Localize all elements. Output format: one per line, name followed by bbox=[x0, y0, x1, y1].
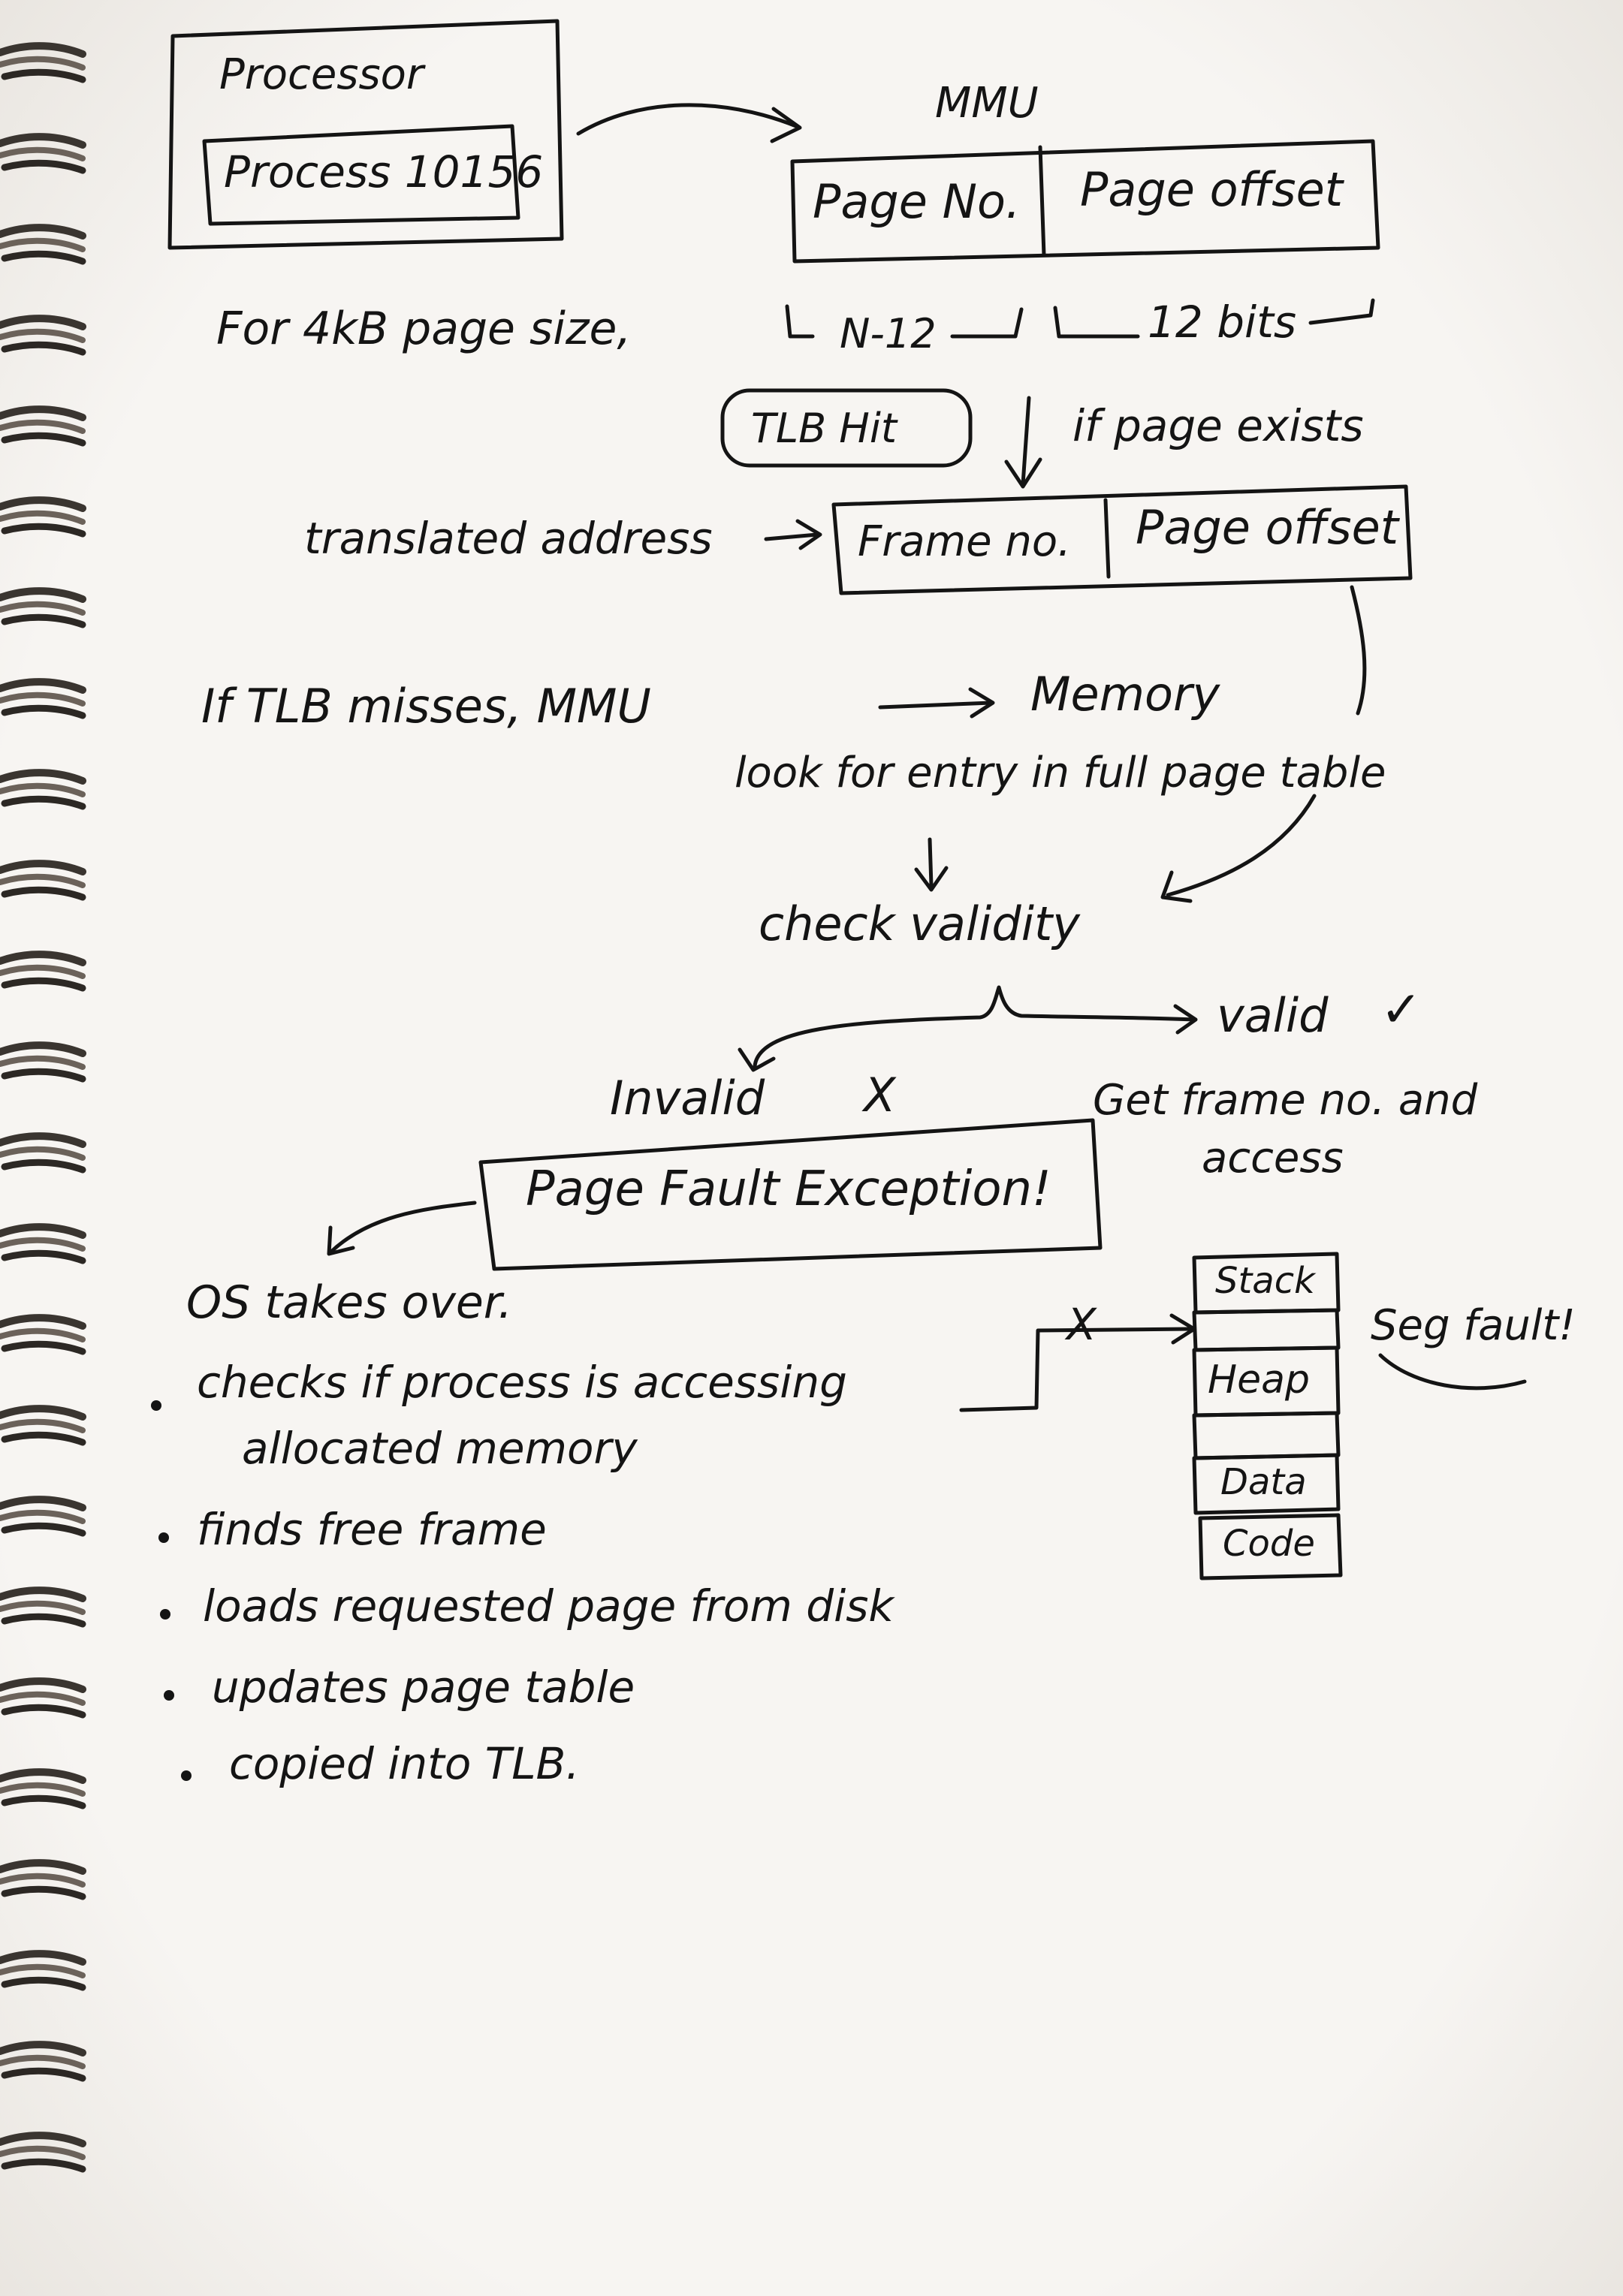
frame-page-offset-label: Page offset bbox=[1136, 500, 1399, 555]
arrow-to-memory-layout bbox=[959, 1327, 1193, 1412]
bullet bbox=[181, 1770, 192, 1781]
mmu-label: MMU bbox=[935, 79, 1039, 128]
binding-ring bbox=[0, 1041, 86, 1083]
processor-label: Processor bbox=[219, 50, 424, 99]
translated-address-box bbox=[831, 484, 1413, 595]
seg-fault-label: Seg fault! bbox=[1371, 1301, 1576, 1350]
os-takes-over: OS takes over. bbox=[186, 1276, 513, 1329]
bullet bbox=[151, 1400, 161, 1411]
get-frame-note: Get frame no. and bbox=[1093, 1076, 1478, 1125]
memory-layout bbox=[1192, 1252, 1343, 1580]
arrow-processor-to-mmu bbox=[576, 103, 798, 136]
step-item: checks if process is accessing bbox=[197, 1357, 847, 1408]
binding-ring bbox=[0, 1768, 86, 1809]
arrow-table-to-validity bbox=[1166, 794, 1317, 897]
bullet bbox=[160, 1609, 170, 1620]
twelve-bits-bracket bbox=[1053, 306, 1140, 339]
translated-address-label: translated address bbox=[304, 513, 713, 564]
arrow-translated bbox=[764, 532, 819, 541]
arrow-tlb-hit bbox=[1021, 396, 1031, 487]
binding-ring bbox=[0, 224, 86, 265]
step-item: loads requested page from disk bbox=[203, 1580, 894, 1632]
memory-segment-data: Data bbox=[1220, 1461, 1307, 1503]
binding-ring bbox=[0, 1950, 86, 1991]
binding-ring bbox=[0, 2041, 86, 2082]
binding-ring bbox=[0, 315, 86, 356]
page-fault-box bbox=[478, 1118, 1103, 1271]
binding-ring bbox=[0, 860, 86, 901]
processor-box bbox=[167, 19, 564, 250]
binding-ring bbox=[0, 2132, 86, 2173]
step-item: updates page table bbox=[212, 1662, 635, 1713]
binding-ring bbox=[0, 1496, 86, 1537]
process-box bbox=[202, 124, 520, 226]
bullet bbox=[158, 1532, 169, 1543]
check-validity-label: check validity bbox=[759, 896, 1080, 951]
binding-ring bbox=[0, 678, 86, 719]
binding-ring bbox=[0, 405, 86, 447]
arrow-fault-to-os bbox=[328, 1201, 477, 1255]
page-offset-label: Page offset bbox=[1080, 162, 1344, 217]
memory-segment-code: Code bbox=[1223, 1523, 1315, 1565]
mmu-address-box bbox=[790, 139, 1380, 264]
binding-ring bbox=[0, 587, 86, 628]
page-fault-label: Page Fault Exception! bbox=[526, 1162, 1051, 1217]
binding-ring bbox=[0, 42, 86, 83]
twelve-bits-label: 12 bits bbox=[1148, 297, 1297, 348]
n-minus-12-bracket bbox=[785, 304, 815, 339]
binding-ring bbox=[0, 1405, 86, 1446]
memory-label: Memory bbox=[1030, 667, 1220, 722]
access-note: access bbox=[1202, 1134, 1344, 1183]
invalid-x-icon: X bbox=[864, 1068, 896, 1122]
binding-ring bbox=[0, 1314, 86, 1355]
mmu-divider bbox=[1038, 145, 1046, 258]
seg-fault-underline bbox=[1378, 1353, 1527, 1391]
frame-no-label: Frame no. bbox=[858, 517, 1071, 566]
binding-ring bbox=[0, 1586, 86, 1628]
arrow-lookup-down bbox=[928, 837, 934, 888]
valid-label: valid bbox=[1217, 988, 1329, 1043]
arrow-mmu-to-memory bbox=[878, 701, 994, 710]
bullet bbox=[164, 1690, 174, 1701]
memory-segment-heap: Heap bbox=[1208, 1357, 1310, 1403]
tlb-miss-note: If TLB misses, MMU bbox=[201, 679, 651, 734]
step-item-continued: allocated memory bbox=[242, 1423, 638, 1474]
tlb-hit-box bbox=[720, 388, 973, 468]
binding-ring bbox=[0, 496, 86, 538]
binding-ring bbox=[0, 769, 86, 810]
page-size-note: For 4kB page size, bbox=[216, 303, 632, 355]
binding-ring bbox=[0, 133, 86, 174]
invalid-label: Invalid bbox=[610, 1071, 765, 1125]
n-minus-12-label: N-12 bbox=[840, 310, 937, 357]
valid-check-icon: ✓ bbox=[1380, 981, 1422, 1038]
binding-ring bbox=[0, 1677, 86, 1719]
tlb-hit-label: TLB Hit bbox=[751, 405, 897, 452]
binding-ring bbox=[0, 1132, 86, 1174]
look-for-entry-note: look for entry in full page table bbox=[735, 749, 1386, 797]
binding-ring bbox=[0, 1859, 86, 1900]
memory-segment-stack: Stack bbox=[1215, 1260, 1315, 1302]
line-frame-to-validity bbox=[1350, 585, 1367, 716]
validity-brace bbox=[753, 985, 1196, 1068]
process-label: Process 10156 bbox=[224, 146, 544, 197]
step-item: copied into TLB. bbox=[229, 1738, 580, 1789]
binding-ring bbox=[0, 1223, 86, 1264]
binding-ring bbox=[0, 951, 86, 992]
translated-divider bbox=[1103, 498, 1111, 579]
if-page-exists-note: if page exists bbox=[1072, 400, 1364, 451]
step-item: finds free frame bbox=[197, 1504, 547, 1555]
cross-x-icon: X bbox=[1066, 1299, 1097, 1350]
spiral-binding bbox=[0, 42, 86, 2173]
page-no-label: Page No. bbox=[813, 174, 1021, 229]
